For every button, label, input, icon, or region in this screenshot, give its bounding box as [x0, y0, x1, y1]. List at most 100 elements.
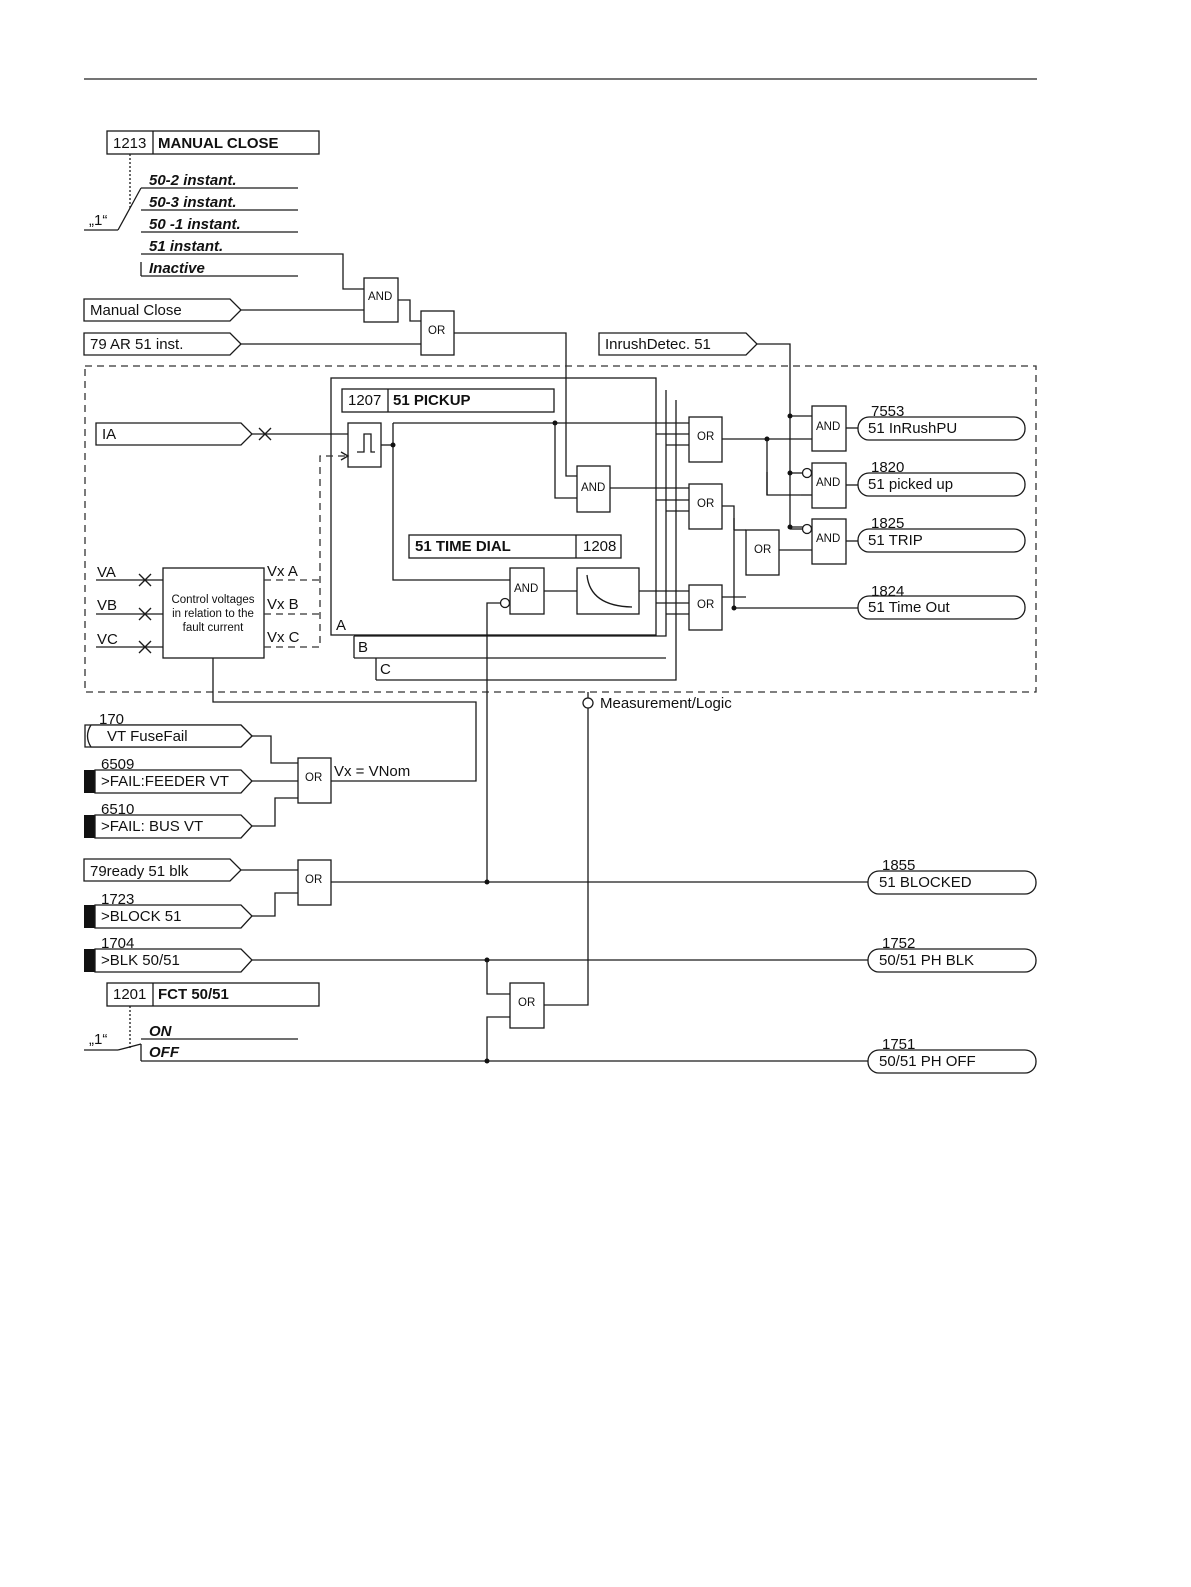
- phase-c-label: C: [380, 661, 391, 678]
- fail-bus-input: [94, 814, 253, 839]
- or-gate-measurement: [509, 982, 545, 1029]
- option-50-3: 50-3 instant.: [149, 194, 237, 211]
- manual-close-setting: 1213 MANUAL CLOSE „1“ 50-2 instant. 50-3…: [84, 130, 320, 277]
- out-blocked-label: 51 BLOCKED: [879, 874, 972, 891]
- time-dial-addr: 1208: [583, 538, 616, 555]
- option-50-1: 50 -1 instant.: [149, 216, 241, 233]
- or-gate-trip: [745, 529, 780, 576]
- out-phblk-num: 1752: [882, 935, 915, 952]
- and-gate-inrushpu: [811, 405, 847, 452]
- pickup-title: 51 PICKUP: [393, 392, 471, 409]
- or-gate-measurement-label: OR: [518, 997, 535, 1009]
- or-gate-blocked: [297, 859, 332, 906]
- manual-close-selector: „1“: [89, 212, 107, 229]
- out-inrushpu-label: 51 InRushPU: [868, 420, 957, 437]
- option-50-2: 50-2 instant.: [149, 172, 237, 189]
- out-trip-label: 51 TRIP: [868, 532, 923, 549]
- fct-option-off: OFF: [149, 1044, 180, 1061]
- or-gate-pickup-label: OR: [697, 498, 714, 510]
- manual-close-label: Manual Close: [90, 302, 182, 319]
- phase-a-label: A: [336, 617, 346, 634]
- blk5051-num: 1704: [101, 935, 134, 952]
- out-trip-num: 1825: [871, 515, 904, 532]
- vxc-label: Vx C: [267, 629, 300, 646]
- and-gate-pickedup-label: AND: [816, 477, 840, 489]
- out-inrushpu: [857, 416, 1026, 441]
- out-pickedup-label: 51 picked up: [868, 476, 953, 493]
- phase-b-label: B: [358, 639, 368, 656]
- out-blocked: [867, 870, 1037, 895]
- blk5051-input: [94, 948, 253, 973]
- control-voltages-block: [162, 567, 265, 659]
- or-gate-manual-label: OR: [428, 325, 445, 337]
- control-line-2: in relation to the: [172, 608, 254, 620]
- or-gate-timeout-label: OR: [697, 599, 714, 611]
- va-label: VA: [97, 564, 116, 581]
- control-line-1: Control voltages: [171, 594, 254, 606]
- block51-label: >BLOCK 51: [101, 908, 181, 925]
- fct-setting: 1201 FCT 50/51 „1“ ON OFF: [84, 982, 320, 1061]
- time-dial-title: 51 TIME DIAL: [415, 538, 511, 555]
- and-gate-pickup: [576, 465, 611, 513]
- out-phblk-label: 50/51 PH BLK: [879, 952, 974, 969]
- control-line-3: fault current: [183, 622, 245, 634]
- vt-fusefail-num: 170: [99, 711, 124, 728]
- manual-close-addr: 1213: [113, 135, 146, 152]
- ar-inst-input: [83, 332, 242, 356]
- vt-fusefail-label: VT FuseFail: [107, 728, 188, 745]
- or-gate-vtfail-label: OR: [305, 772, 322, 784]
- out-pickedup: [857, 472, 1026, 497]
- or-gate-inrush: [688, 416, 723, 463]
- fct-addr: 1201: [113, 986, 146, 1003]
- phase-a-frame: [330, 377, 657, 636]
- and-gate-inrushpu-label: AND: [816, 421, 840, 433]
- manual-close-input: [83, 298, 242, 322]
- ia-label: IA: [102, 426, 116, 443]
- and-gate-pickup-label: AND: [581, 482, 605, 494]
- pickup-addr: 1207: [348, 392, 381, 409]
- and-gate-timer: [509, 567, 545, 615]
- measurement-logic-area: [84, 365, 1037, 693]
- ar-inst-label: 79 AR 51 inst.: [90, 336, 183, 353]
- out-timeout: [857, 595, 1026, 620]
- ready-blk-label: 79ready 51 blk: [90, 863, 189, 880]
- out-phoff-num: 1751: [882, 1036, 915, 1053]
- vx-vnom-label: Vx = VNom: [334, 763, 410, 780]
- or-gate-trip-label: OR: [754, 544, 771, 556]
- block51-num: 1723: [101, 891, 134, 908]
- and-gate-manual: [363, 277, 399, 323]
- or-gate-vtfail: [297, 757, 332, 804]
- ready-blk-input: [83, 858, 242, 882]
- fct-option-on: ON: [149, 1023, 173, 1040]
- out-inrushpu-num: 7553: [871, 403, 904, 420]
- fail-feeder-input: [94, 769, 253, 794]
- option-51: 51 instant.: [149, 238, 223, 255]
- manual-close-title: MANUAL CLOSE: [158, 135, 279, 152]
- fail-feeder-label: >FAIL:FEEDER VT: [101, 773, 229, 790]
- out-phoff: [867, 1049, 1037, 1074]
- fail-bus-label: >FAIL: BUS VT: [101, 818, 203, 835]
- fct-selector: „1“: [89, 1031, 107, 1048]
- or-gate-blocked-label: OR: [305, 874, 322, 886]
- out-timeout-label: 51 Time Out: [868, 599, 951, 616]
- and-gate-timer-label: AND: [514, 583, 538, 595]
- blk5051-label: >BLK 50/51: [101, 952, 180, 969]
- or-gate-timeout: [688, 584, 723, 631]
- vb-label: VB: [97, 597, 117, 614]
- inrush-input: [598, 332, 758, 356]
- out-trip: [857, 528, 1026, 553]
- out-pickedup-num: 1820: [871, 459, 904, 476]
- inrush-label: InrushDetec. 51: [605, 336, 711, 353]
- fail-bus-num: 6510: [101, 801, 134, 818]
- measurement-logic-label: Measurement/Logic: [600, 695, 732, 712]
- or-gate-inrush-label: OR: [697, 431, 714, 443]
- ia-input: [95, 422, 253, 446]
- fct-title: FCT 50/51: [158, 986, 229, 1003]
- fail-feeder-num: 6509: [101, 756, 134, 773]
- block51-input: [94, 904, 253, 929]
- vxb-label: Vx B: [267, 596, 299, 613]
- vxa-label: Vx A: [267, 563, 298, 580]
- option-inactive: Inactive: [149, 260, 205, 277]
- out-blocked-num: 1855: [882, 857, 915, 874]
- and-gate-manual-label: AND: [368, 291, 392, 303]
